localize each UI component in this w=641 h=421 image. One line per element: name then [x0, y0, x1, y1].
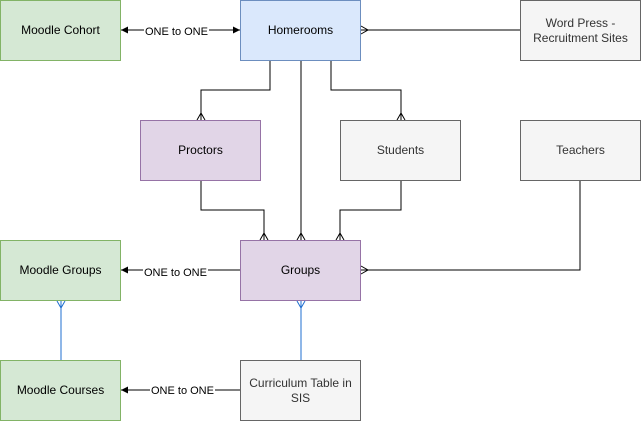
edge-label-cohort-homerooms: ONE to ONE: [144, 26, 209, 39]
crowfoot-marker: [56, 300, 66, 310]
edge-teachers-groups: [361, 181, 581, 271]
node-proctors[interactable]: Proctors: [140, 120, 261, 181]
node-word-press[interactable]: Word Press - Recruitment Sites: [520, 0, 641, 61]
edge-label-curriculum-moodle-courses: ONE to ONE: [150, 385, 215, 398]
edge-students-groups: [339, 181, 402, 240]
node-homerooms[interactable]: Homerooms: [240, 0, 361, 61]
crowfoot-marker: [360, 25, 370, 35]
crowfoot-marker: [396, 111, 406, 121]
node-moodle-groups[interactable]: Moodle Groups: [0, 240, 121, 301]
node-teachers[interactable]: Teachers: [520, 120, 641, 181]
node-moodle-cohort[interactable]: Moodle Cohort: [0, 0, 121, 61]
arrow-head-left: [121, 26, 128, 34]
crowfoot-marker: [335, 231, 345, 241]
arrow-head-left: [121, 266, 128, 274]
crowfoot-marker: [259, 231, 269, 241]
crowfoot-marker: [296, 300, 306, 310]
edge-homerooms-proctors: [200, 61, 271, 120]
node-curriculum-table[interactable]: Curriculum Table in SIS: [240, 360, 361, 421]
node-students[interactable]: Students: [340, 120, 461, 181]
crowfoot-marker: [360, 265, 370, 275]
edge-homerooms-students: [330, 61, 402, 120]
node-moodle-courses[interactable]: Moodle Courses: [0, 360, 121, 421]
arrow-head-right: [233, 26, 240, 34]
edge-label-groups-moodle-groups: ONE to ONE: [143, 267, 208, 280]
crowfoot-marker: [196, 111, 206, 121]
crowfoot-marker: [296, 231, 306, 241]
arrow-head-left: [121, 386, 128, 394]
node-groups[interactable]: Groups: [240, 240, 361, 301]
edge-proctors-groups: [200, 181, 265, 240]
